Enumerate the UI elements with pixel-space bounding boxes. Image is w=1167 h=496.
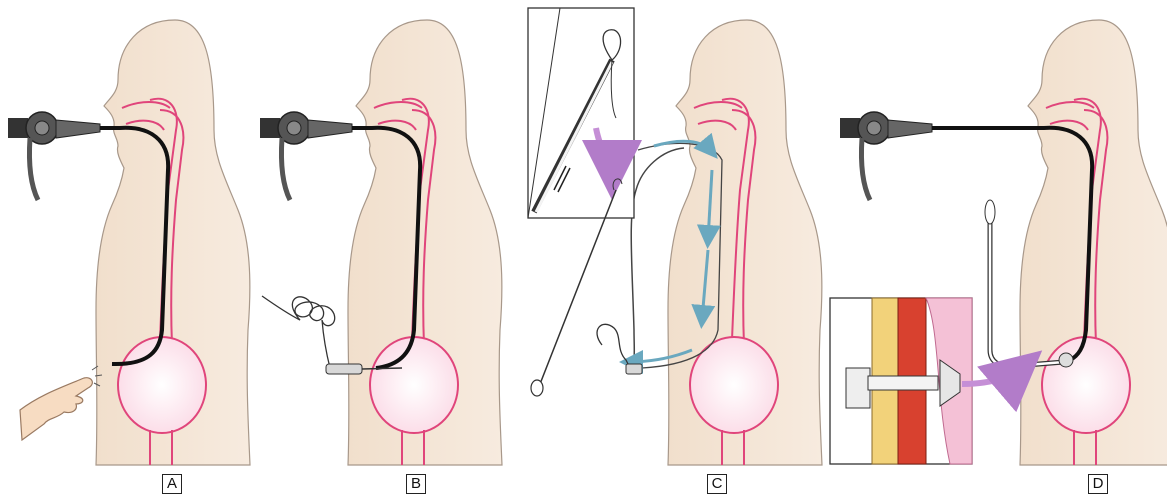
panel-label-d: D [1088,474,1108,494]
panel-b [260,20,502,465]
guidewire-coil [262,296,335,368]
panel-a [8,20,250,465]
inset-d [830,298,1024,464]
needle-cannula [326,364,362,374]
panel-label-b: B [406,474,426,494]
panel-label-c: C [707,474,727,494]
hand-icon [20,378,92,440]
panel-label-a: A [162,474,182,494]
